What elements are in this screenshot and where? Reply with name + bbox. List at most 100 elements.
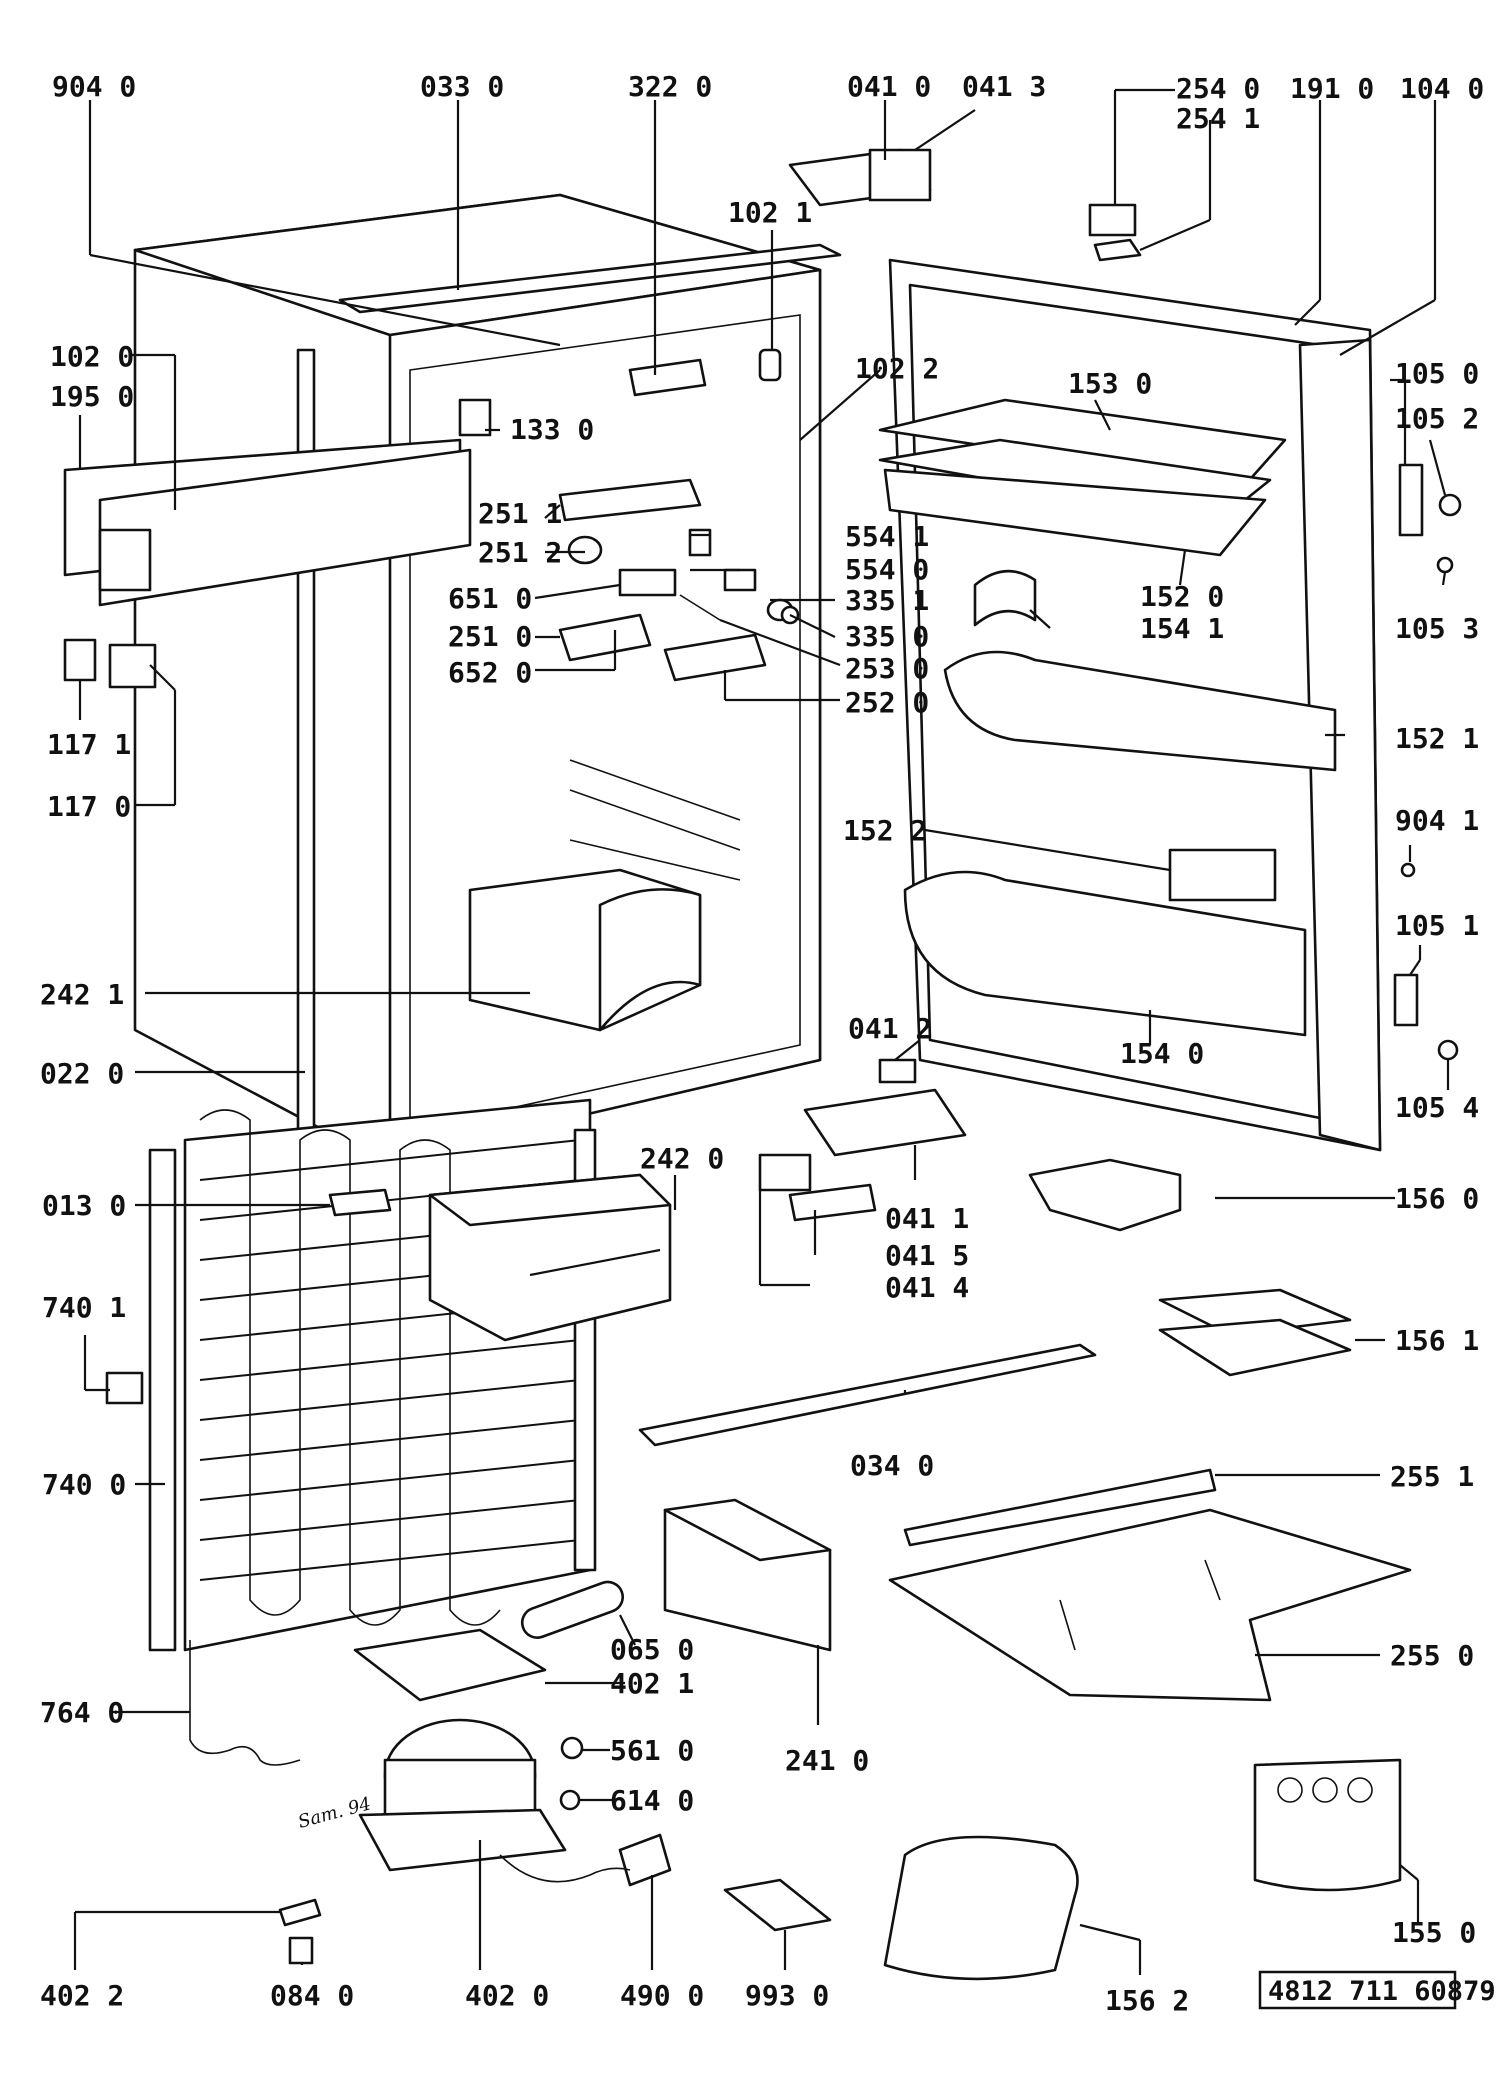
capillary-tube [189, 1640, 301, 1766]
label-993-0: 993 0 [745, 1979, 829, 2012]
label-561-0: 561 0 [610, 1734, 694, 1767]
label-104-0: 104 0 [1400, 72, 1484, 105]
label-117-0: 117 0 [47, 790, 131, 823]
label-105-2: 105 2 [1395, 402, 1479, 435]
handle-assembly [63, 438, 472, 607]
label-041-2: 041 2 [848, 1012, 932, 1045]
label-102-2: 102 2 [855, 352, 939, 385]
label-034-0: 034 0 [850, 1449, 934, 1482]
label-255-1: 255 1 [1390, 1460, 1474, 1493]
label-251-2: 251 2 [478, 536, 562, 569]
label-554-0: 554 0 [845, 553, 929, 586]
label-156-1: 156 1 [1395, 1324, 1479, 1357]
wire-basket [663, 1498, 832, 1652]
label-191-0: 191 0 [1290, 72, 1374, 105]
part-065-tube [520, 1580, 625, 1639]
label-152-0: 152 0 [1140, 580, 1224, 613]
label-740-0: 740 0 [42, 1468, 126, 1501]
part-117-set [63, 638, 157, 689]
label-651-0: 651 0 [448, 582, 532, 615]
part-013 [328, 1188, 392, 1217]
egg-tray [1253, 1758, 1402, 1892]
label-102-0: 102 0 [50, 340, 134, 373]
label-022-0: 022 0 [40, 1057, 124, 1090]
label-254-0: 254 0 [1176, 72, 1260, 105]
label-041-1: 041 1 [885, 1202, 969, 1235]
label-156-2: 156 2 [1105, 1984, 1189, 2017]
label-065-0: 065 0 [610, 1633, 694, 1666]
label-154-1: 154 1 [1140, 612, 1224, 645]
part-labels: 904 0 033 0 322 0 041 0 041 3 254 0 254 … [40, 70, 1484, 2017]
label-041-3: 041 3 [962, 70, 1046, 103]
label-041-5: 041 5 [885, 1239, 969, 1272]
condenser [148, 1098, 597, 1652]
label-614-0: 614 0 [610, 1784, 694, 1817]
label-335-0: 335 0 [845, 620, 929, 653]
label-252-0: 252 0 [845, 686, 929, 719]
label-156-0: 156 0 [1395, 1182, 1479, 1215]
label-402-2: 402 2 [40, 1979, 124, 2012]
label-490-0: 490 0 [620, 1979, 704, 2012]
label-041-0: 041 0 [847, 70, 931, 103]
bin-156-2 [883, 1835, 1079, 1981]
part-034-bar [638, 1343, 1097, 1447]
label-102-1: 102 1 [728, 196, 812, 229]
label-652-0: 652 0 [448, 656, 532, 689]
label-152-1: 152 1 [1395, 722, 1479, 755]
label-041-4: 041 4 [885, 1271, 969, 1304]
label-152-2: 152 2 [843, 814, 927, 847]
label-155-0: 155 0 [1392, 1916, 1476, 1949]
label-253-0: 253 0 [845, 652, 929, 685]
label-402-0: 402 0 [465, 1979, 549, 2012]
compressor [358, 1718, 567, 1872]
part-993 [723, 1878, 832, 1932]
label-154-0: 154 0 [1120, 1037, 1204, 1070]
part-084 [288, 1936, 314, 1965]
part-402-2 [278, 1898, 322, 1927]
handwritten-note: Sam. 94 [296, 1793, 373, 1833]
crisper-242-0 [428, 1173, 672, 1342]
control-components [558, 478, 800, 682]
label-084-0: 084 0 [270, 1979, 354, 2012]
label-740-1: 740 1 [42, 1291, 126, 1324]
label-105-1: 105 1 [1395, 909, 1479, 942]
label-335-1: 335 1 [845, 584, 929, 617]
label-117-1: 117 1 [47, 728, 131, 761]
part-402-1 [353, 1628, 547, 1702]
label-241-0: 241 0 [785, 1744, 869, 1777]
part-614 [559, 1789, 581, 1811]
part-561 [560, 1736, 584, 1760]
label-904-1: 904 1 [1395, 804, 1479, 837]
label-402-1: 402 1 [610, 1667, 694, 1700]
label-133-0: 133 0 [510, 413, 594, 446]
label-764-0: 764 0 [40, 1696, 124, 1729]
label-033-0: 033 0 [420, 70, 504, 103]
label-105-3: 105 3 [1395, 612, 1479, 645]
part-156-0 [1028, 1158, 1182, 1232]
hinge-parts [758, 148, 967, 1222]
document-code: 4812 711 60879 [1268, 1976, 1496, 2007]
label-554-1: 554 1 [845, 520, 929, 553]
leader-lines [73, 88, 1450, 1975]
power-plug [499, 1833, 672, 1887]
label-242-1: 242 1 [40, 978, 124, 1011]
label-013-0: 013 0 [42, 1189, 126, 1222]
document-code-box: 4812 711 60879 [1258, 1970, 1496, 2010]
part-105-set [1393, 463, 1462, 1061]
label-105-0: 105 0 [1395, 357, 1479, 390]
label-322-0: 322 0 [628, 70, 712, 103]
part-254-set [1088, 203, 1142, 262]
label-242-0: 242 0 [640, 1142, 724, 1175]
label-904-0: 904 0 [52, 70, 136, 103]
crisper-242-1 [468, 868, 702, 1032]
door [878, 258, 1382, 1152]
ice-tray [1158, 1288, 1352, 1377]
label-153-0: 153 0 [1068, 367, 1152, 400]
label-254-1: 254 1 [1176, 102, 1260, 135]
label-105-4: 105 4 [1395, 1091, 1479, 1124]
glass-shelf [888, 1468, 1412, 1702]
label-255-0: 255 0 [1390, 1639, 1474, 1672]
label-251-0: 251 0 [448, 620, 532, 653]
label-195-0: 195 0 [50, 380, 134, 413]
